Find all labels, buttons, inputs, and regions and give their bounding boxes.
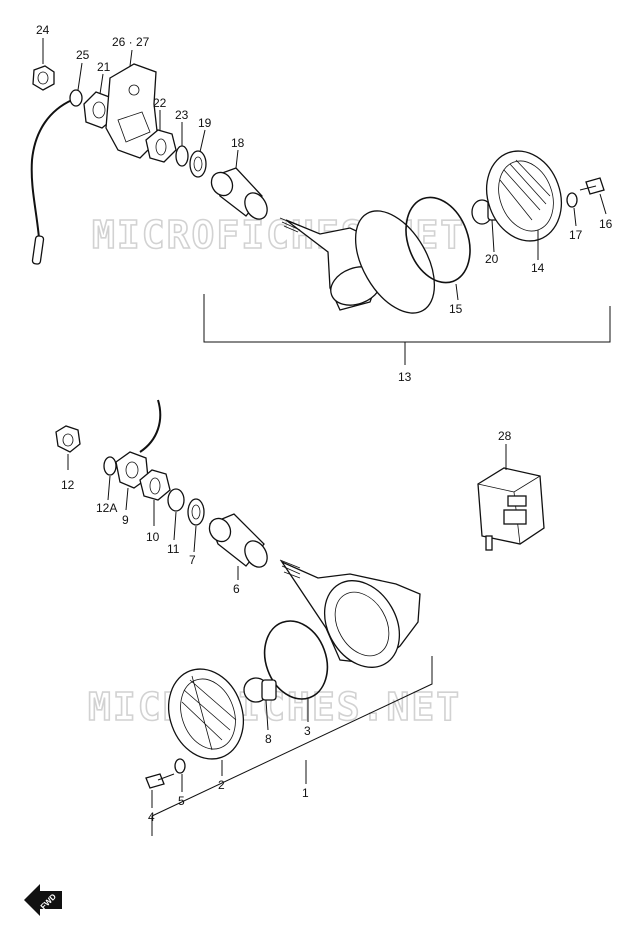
callout-24: 24 [36, 23, 50, 37]
nut-12 [55, 425, 81, 453]
callout-5: 5 [178, 794, 185, 808]
housing-lower [279, 559, 421, 668]
housing-15 [279, 210, 436, 314]
lock-washer-7 [187, 498, 205, 526]
flasher-relay-28 [477, 444, 545, 551]
screw-4 [145, 773, 175, 789]
callout-2: 2 [218, 778, 225, 792]
callout-28: 28 [498, 429, 512, 443]
callout-3: 3 [304, 724, 311, 738]
lower-turn-signal-assembly [55, 399, 433, 836]
callout-15: 15 [449, 302, 463, 316]
callout-1: 1 [302, 786, 309, 800]
bracket-line-13 [203, 294, 611, 365]
wire-upper [30, 99, 73, 251]
callout-10: 10 [146, 530, 160, 544]
washer-12A [103, 456, 117, 476]
leader-lines-lower [67, 454, 309, 808]
lens-gasket-3 [263, 620, 329, 700]
callout-16: 16 [599, 217, 613, 231]
lens-14 [486, 150, 562, 242]
callout-18: 18 [231, 136, 245, 150]
screw-16 [579, 177, 605, 195]
callout-12A: 12A [96, 501, 117, 515]
lens-gasket-upper [405, 196, 471, 284]
forward-direction-badge: FWD [24, 884, 62, 916]
washer-11 [167, 488, 185, 512]
nut-10 [139, 469, 171, 501]
callout-26-27: 26 · 27 [112, 35, 150, 49]
lens-2 [168, 668, 244, 760]
bracket-line-1 [151, 656, 433, 836]
callout-4: 4 [148, 810, 155, 824]
callout-25: 25 [76, 48, 90, 62]
callout-12: 12 [61, 478, 75, 492]
callout-19: 19 [198, 116, 212, 130]
callout-7: 7 [189, 553, 196, 567]
washer-25 [69, 89, 83, 107]
callout-labels: 24 25 26 · 27 21 22 23 19 18 16 17 14 20… [36, 23, 613, 824]
washer-23 [175, 145, 189, 167]
callout-22: 22 [153, 96, 167, 110]
callout-14: 14 [531, 261, 545, 275]
callout-21: 21 [97, 60, 111, 74]
callout-17: 17 [569, 228, 583, 242]
leader-lines-upper [42, 38, 607, 301]
callout-9: 9 [122, 513, 129, 527]
washer-17 [566, 192, 578, 208]
nut-24 [32, 65, 55, 91]
callout-13: 13 [398, 370, 412, 384]
callout-20: 20 [485, 252, 499, 266]
callout-23: 23 [175, 108, 189, 122]
grommet-6 [208, 513, 268, 568]
bulb-8 [243, 677, 277, 703]
lock-washer-19 [189, 150, 207, 178]
upper-turn-signal-assembly [30, 63, 611, 365]
grommet-18 [210, 167, 268, 220]
nut-22 [145, 129, 177, 163]
wire-lower [139, 399, 162, 453]
callout-6: 6 [233, 582, 240, 596]
callout-11: 11 [167, 542, 180, 556]
callout-8: 8 [265, 732, 272, 746]
washer-5 [174, 758, 186, 774]
